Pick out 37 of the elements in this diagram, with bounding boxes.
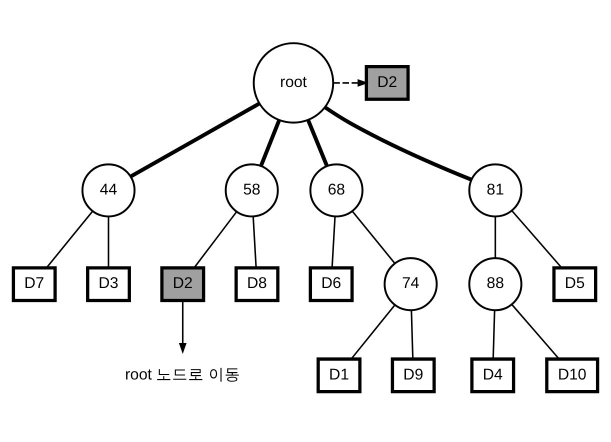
node-text: root 노드로 이동 (124, 366, 241, 384)
node-box: D7 (12, 266, 57, 302)
connector (352, 210, 396, 264)
node-box: D4 (470, 357, 516, 394)
connector (410, 310, 414, 359)
connector (331, 216, 336, 268)
connector (259, 120, 281, 166)
node-circle: 44 (81, 163, 136, 218)
connector (46, 210, 93, 268)
connector (194, 211, 238, 268)
arrow (333, 79, 369, 87)
connector (511, 304, 560, 360)
node-circle: 88 (468, 257, 522, 312)
connector (130, 102, 260, 178)
node-circle: root (252, 42, 334, 124)
node-circle: 58 (224, 163, 279, 218)
connector (324, 106, 472, 182)
arrow (178, 300, 187, 354)
connector (306, 120, 329, 167)
connector (350, 304, 396, 360)
node-box: D9 (390, 357, 436, 394)
node-box: D10 (545, 357, 600, 394)
node-circle: 68 (309, 163, 364, 218)
node-box: D8 (234, 266, 280, 302)
connector (511, 210, 562, 268)
node-circle: 81 (468, 163, 522, 218)
connector (108, 216, 110, 268)
connector (494, 216, 496, 258)
node-box: D6 (308, 266, 354, 302)
node-box: D5 (552, 266, 598, 302)
node-box: D2 (160, 266, 206, 302)
node-box: D2 (364, 65, 410, 101)
connector (492, 310, 496, 359)
node-circle: 74 (384, 257, 438, 312)
node-box: D1 (316, 357, 362, 394)
connector (252, 216, 257, 268)
node-box: D3 (86, 266, 131, 302)
